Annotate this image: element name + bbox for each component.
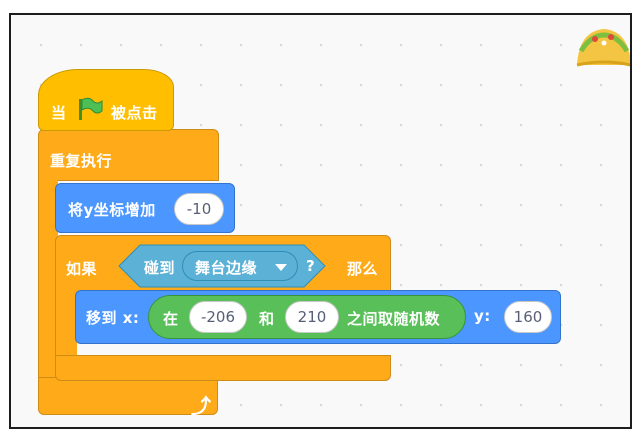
pick-random-block[interactable]: 在 -206 和 210 之间取随机数 <box>148 295 466 339</box>
random-from-input[interactable]: -206 <box>189 301 247 333</box>
goto-y-label: y: <box>474 307 491 325</box>
change-y-input[interactable]: -10 <box>174 193 224 225</box>
random-suffix-label: 之间取随机数 <box>347 310 441 328</box>
green-flag-icon <box>79 97 103 120</box>
if-then-block[interactable]: 如果 碰到 舞台边缘 ? 那么 <box>55 235 391 297</box>
forever-block-side <box>38 175 58 385</box>
forever-block[interactable]: 重复执行 <box>38 129 219 181</box>
forever-label: 重复执行 <box>50 152 113 170</box>
touching-target-dropdown[interactable]: 舞台边缘 <box>182 251 298 281</box>
touching-question-mark: ? <box>306 257 316 275</box>
code-canvas[interactable]: 重复执行 ⤴ 当 被点击 将y坐标增加 -10 如果 碰到 舞台边缘 ? <box>9 13 632 429</box>
random-from-label: 在 <box>163 310 179 328</box>
touching-target-value: 舞台边缘 <box>195 259 258 277</box>
then-label: 那么 <box>347 260 379 278</box>
goto-xy-block[interactable]: 移到 x: 在 -206 和 210 之间取随机数 y: 160 <box>75 290 561 344</box>
if-label: 如果 <box>66 260 98 278</box>
when-flag-clicked-block[interactable]: 当 被点击 <box>38 69 174 131</box>
goto-x-label: 移到 x: <box>86 309 140 327</box>
forever-block-bottom[interactable]: ⤴ <box>38 377 218 418</box>
touching-label: 碰到 <box>144 259 176 277</box>
taco-sprite-icon <box>576 29 630 67</box>
change-y-block[interactable]: 将y坐标增加 -10 <box>55 183 235 233</box>
if-block-side <box>55 291 77 371</box>
event-label-suffix: 被点击 <box>111 104 158 122</box>
random-and-label: 和 <box>259 310 275 328</box>
touching-condition-block[interactable]: 碰到 舞台边缘 ? <box>118 244 326 288</box>
goto-y-input[interactable]: 160 <box>504 301 552 333</box>
random-to-input[interactable]: 210 <box>285 301 339 333</box>
change-y-label: 将y坐标增加 <box>68 201 156 219</box>
if-block-bottom <box>55 355 391 381</box>
dropdown-arrow-icon <box>275 264 287 271</box>
event-label-prefix: 当 <box>51 104 67 122</box>
loop-arrow-icon: ⤴ <box>191 394 211 418</box>
